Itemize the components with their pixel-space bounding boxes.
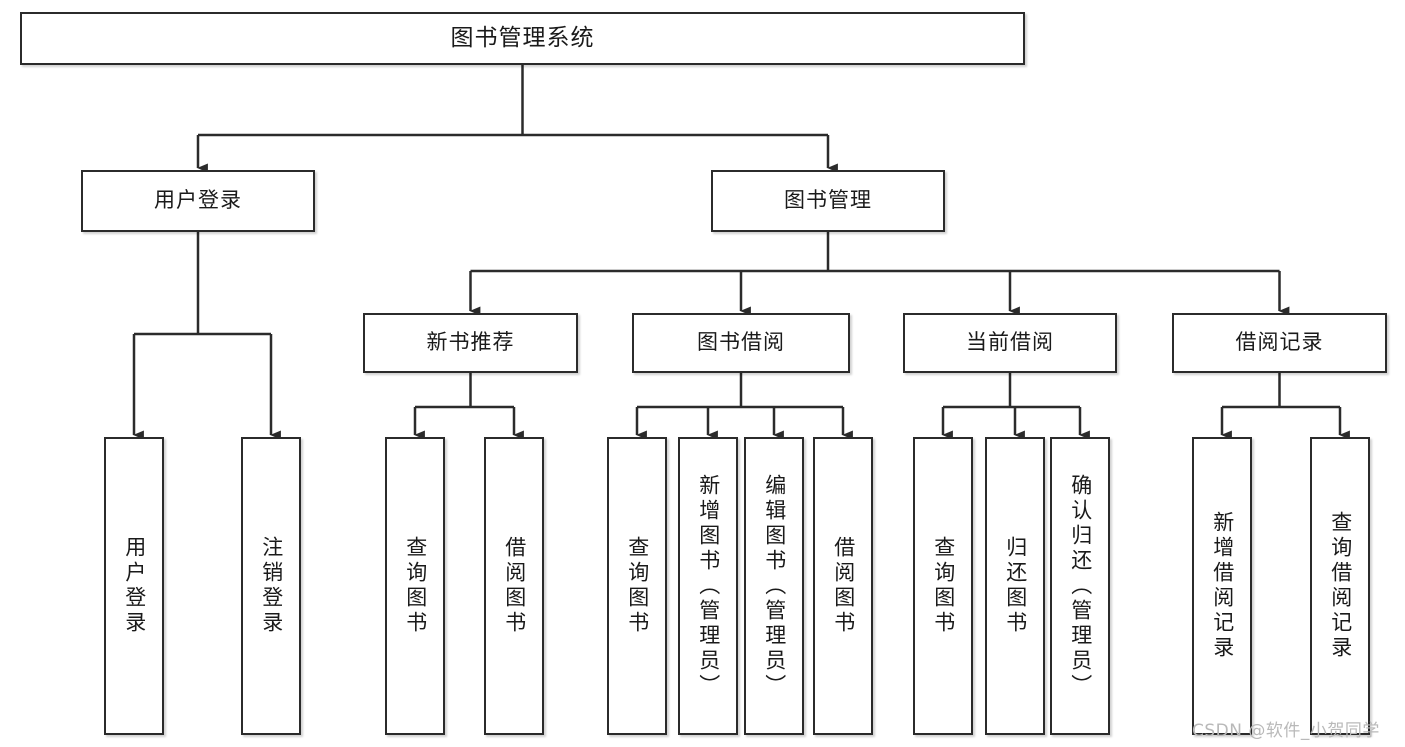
node-leaf-add-record: 新增借阅记录	[1192, 437, 1252, 735]
node-label: 图书管理系统	[450, 25, 595, 52]
node-label: 用户登录	[154, 188, 242, 213]
node-book-manage: 图书管理	[711, 170, 945, 232]
node-leaf-edit-book: 编辑图书（管理员）	[744, 437, 804, 735]
node-label: 编辑图书（管理员）	[762, 473, 787, 699]
node-label: 新增借阅记录	[1210, 511, 1235, 661]
node-label: 新增图书（管理员）	[696, 473, 721, 699]
node-leaf-add-book: 新增图书（管理员）	[678, 437, 738, 735]
node-label: 用户登录	[122, 536, 147, 636]
node-book-borrow: 图书借阅	[632, 313, 850, 373]
node-label: 查询图书	[403, 536, 428, 636]
node-label: 注销登录	[259, 536, 284, 636]
node-leaf-query-book-cur: 查询图书	[913, 437, 973, 735]
node-label: 借阅记录	[1235, 330, 1324, 355]
node-current-borrow: 当前借阅	[903, 313, 1117, 373]
node-leaf-query-book-rec: 查询图书	[385, 437, 445, 735]
node-label: 借阅图书	[831, 536, 856, 636]
node-leaf-query-book-borrow: 查询图书	[607, 437, 667, 735]
node-label: 新书推荐	[426, 330, 515, 355]
csdn-watermark: CSDN @软件_小贺同学	[1192, 721, 1380, 741]
node-leaf-user-login: 用户登录	[104, 437, 164, 735]
node-user-login: 用户登录	[81, 170, 315, 232]
node-leaf-confirm-return: 确认归还（管理员）	[1050, 437, 1110, 735]
node-borrow-record: 借阅记录	[1172, 313, 1387, 373]
node-root: 图书管理系统	[20, 12, 1025, 65]
node-leaf-logout: 注销登录	[241, 437, 301, 735]
node-leaf-borrow-book-rec: 借阅图书	[484, 437, 544, 735]
node-label: 查询图书	[931, 536, 956, 636]
node-label: 查询借阅记录	[1328, 511, 1353, 661]
node-label: 查询图书	[625, 536, 650, 636]
node-label: 图书管理	[784, 188, 872, 213]
node-label: 确认归还（管理员）	[1068, 473, 1093, 699]
node-new-book-rec: 新书推荐	[363, 313, 578, 373]
node-label: 归还图书	[1003, 536, 1028, 636]
node-leaf-query-record: 查询借阅记录	[1310, 437, 1370, 735]
node-label: 图书借阅	[697, 330, 785, 355]
node-leaf-borrow-book: 借阅图书	[813, 437, 873, 735]
node-label: 借阅图书	[502, 536, 527, 636]
node-label: 当前借阅	[966, 330, 1054, 355]
node-leaf-return-book: 归还图书	[985, 437, 1045, 735]
